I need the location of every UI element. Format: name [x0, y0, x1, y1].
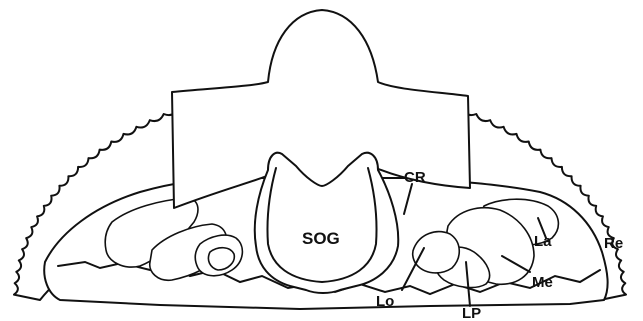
label-me: Me	[532, 274, 553, 291]
label-la: La	[534, 233, 552, 250]
label-lp: LP	[462, 305, 481, 321]
label-cr: CR	[404, 169, 426, 186]
label-sog: SOG	[302, 229, 340, 248]
label-re: Re	[604, 235, 623, 252]
label-lo: Lo	[376, 293, 394, 310]
